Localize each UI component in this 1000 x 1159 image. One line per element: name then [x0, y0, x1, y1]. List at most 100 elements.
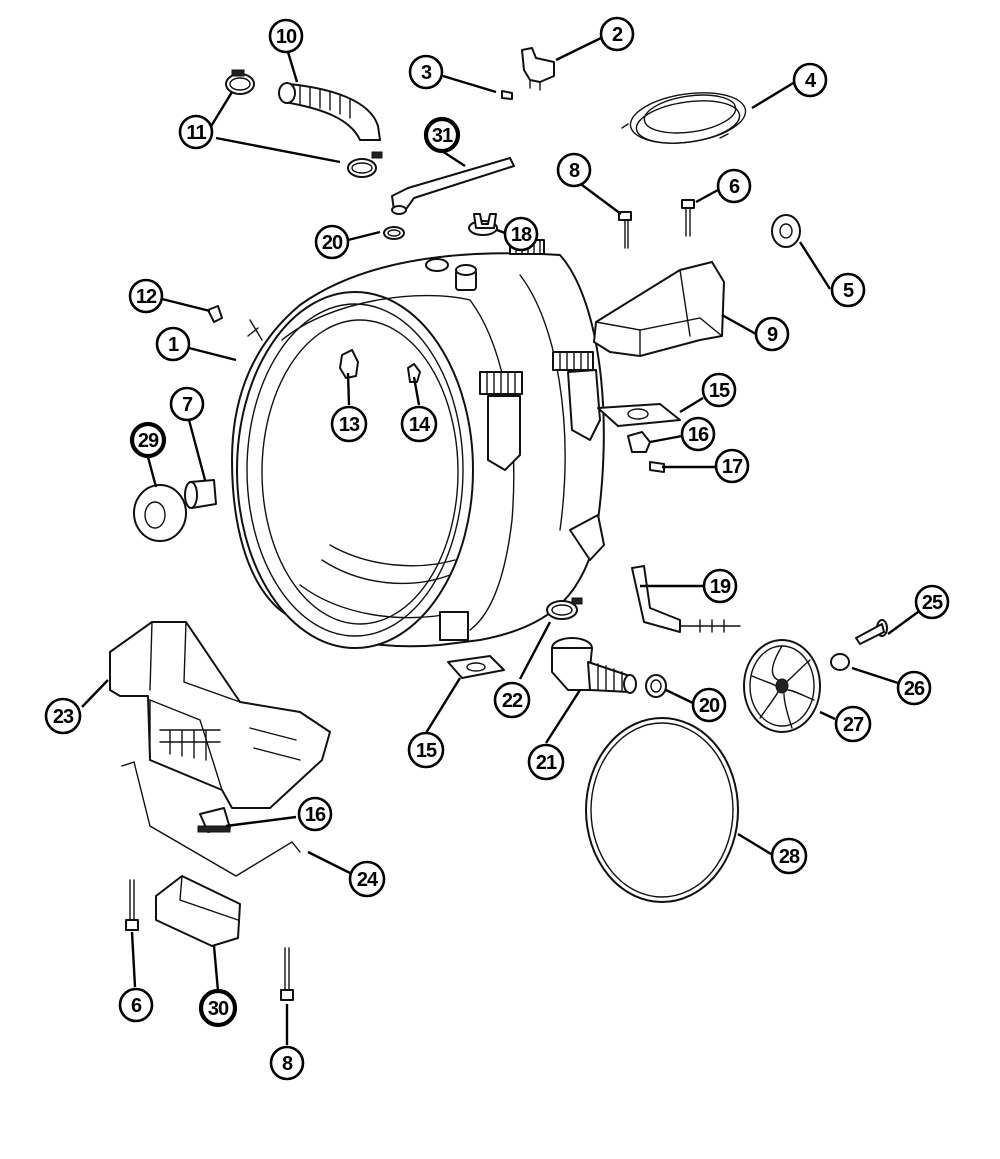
part-15-pad-top [597, 403, 681, 427]
leader-lines [81, 36, 919, 1045]
part-21-drain-hose [551, 637, 637, 694]
callout-label: 9 [767, 324, 778, 346]
part-15-pad-bottom [447, 655, 505, 679]
callout-label: 14 [409, 414, 431, 436]
callout-15-bottom: 15 [407, 731, 445, 769]
callout-19: 19 [702, 568, 738, 604]
part-3-screw [501, 90, 513, 100]
part-11-clamps [225, 69, 383, 178]
callout-22: 22 [493, 681, 531, 719]
callout-label: 8 [569, 160, 580, 182]
part-6-bolt-bottom [125, 879, 139, 931]
part-5-grommet [771, 214, 801, 248]
callout-label: 16 [305, 804, 326, 826]
callout-label: 19 [710, 576, 731, 598]
callout-6-bottom: 6 [118, 987, 154, 1023]
part-20-clamp-bottom [645, 674, 667, 698]
callout-label: 8 [282, 1053, 293, 1075]
callout-12: 12 [128, 278, 164, 314]
callout-7: 7 [169, 386, 205, 422]
callout-label: 23 [53, 706, 74, 728]
callout-circle [268, 18, 304, 54]
callout-label: 4 [805, 70, 817, 92]
part-31-tube [391, 157, 515, 215]
callout-15-top: 15 [701, 372, 737, 408]
callout-10: 10 [268, 18, 304, 54]
callout-label: 28 [779, 846, 800, 868]
callout-29: 29 [129, 421, 167, 459]
callout-14: 14 [400, 405, 438, 443]
part-28-belt [585, 717, 739, 903]
callout-17: 17 [714, 448, 750, 484]
callout-label: 6 [131, 995, 142, 1017]
callout-20-bottom: 20 [691, 687, 727, 723]
callout-label: 29 [138, 430, 159, 452]
part-25-bolt [855, 619, 888, 645]
part-10-hose [278, 82, 381, 141]
part-17-screw [649, 461, 665, 473]
callout-label: 10 [276, 26, 297, 48]
callout-31: 31 [423, 116, 461, 154]
callout-label: 24 [357, 869, 379, 891]
callout-4: 4 [792, 62, 828, 98]
callout-9: 9 [754, 316, 790, 352]
part-20-clamp-top [383, 226, 405, 240]
callout-label: 22 [502, 690, 523, 712]
callout-28: 28 [770, 837, 808, 875]
callout-label: 15 [709, 380, 730, 402]
callout-label: 18 [511, 224, 532, 246]
part-27-pulley [743, 639, 821, 733]
callout-label: 12 [136, 286, 157, 308]
callout-21: 21 [527, 743, 565, 781]
callout-13: 13 [330, 405, 368, 443]
callout-label: 20 [322, 232, 343, 254]
callout-26: 26 [896, 670, 932, 706]
part-29-seal [133, 484, 187, 542]
part-12-clip [207, 305, 223, 323]
callout-label: 16 [688, 424, 709, 446]
callout-1: 1 [155, 326, 191, 362]
callout-2: 2 [599, 16, 635, 52]
callout-16-top: 16 [680, 416, 716, 452]
callout-label: 5 [843, 280, 854, 302]
callout-label: 13 [339, 414, 360, 436]
callout-label: 31 [432, 125, 453, 147]
callout-label: 20 [699, 695, 720, 717]
part-30-pad [155, 875, 241, 947]
part-18-fastener [468, 213, 498, 236]
callout-label: 11 [186, 122, 206, 144]
part-9-duct [593, 261, 725, 357]
callout-18: 18 [503, 216, 539, 252]
part-22-clamp [546, 597, 583, 620]
part-8-bolt-top [618, 211, 632, 249]
callout-label: 30 [208, 998, 229, 1020]
callout-label: 1 [168, 334, 179, 356]
callout-11: 11 [178, 114, 214, 150]
callout-8-bottom: 8 [269, 1045, 305, 1081]
part-26-washer [830, 653, 850, 671]
callout-27: 27 [834, 705, 872, 743]
callout-label: 25 [922, 592, 943, 614]
part-16-block-bottom [197, 807, 231, 833]
callout-20-top: 20 [314, 224, 350, 260]
outer-tub [231, 239, 605, 649]
callout-label: 2 [612, 24, 623, 46]
callout-label: 7 [182, 394, 193, 416]
callout-5: 5 [830, 272, 866, 308]
part-7-bearing [184, 479, 217, 509]
callout-label: 26 [904, 678, 925, 700]
part-19-heater [631, 565, 741, 633]
part-4-wire-harness [621, 92, 747, 144]
callout-24: 24 [348, 860, 386, 898]
callout-label: 21 [536, 752, 557, 774]
part-2-bracket [521, 47, 555, 91]
callout-8-top: 8 [556, 152, 592, 188]
callout-label: 3 [421, 62, 432, 84]
part-8-bolt-bottom [280, 947, 294, 1001]
part-16-block-top [627, 431, 651, 453]
callout-6-top: 6 [716, 168, 752, 204]
callout-23: 23 [44, 697, 82, 735]
part-6-bolt-top [681, 199, 695, 237]
callout-label: 15 [416, 740, 437, 762]
